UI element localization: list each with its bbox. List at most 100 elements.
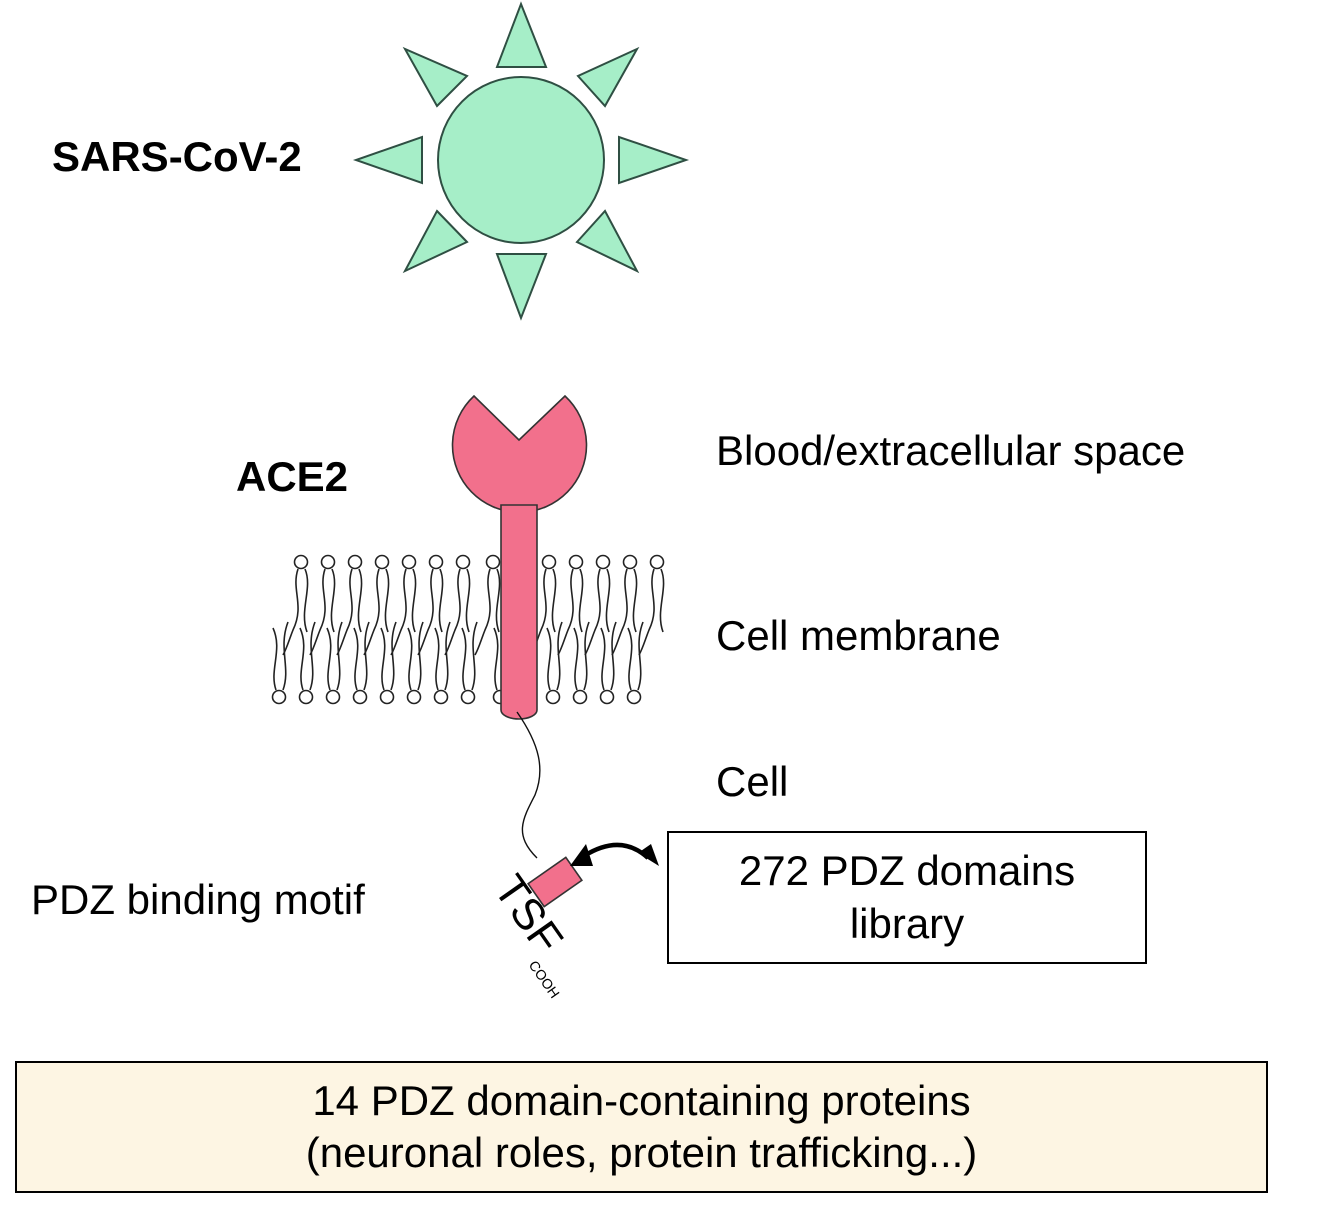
lipid-tail <box>330 568 336 633</box>
lipid-tail <box>363 568 380 656</box>
lipid-tail <box>380 627 386 691</box>
virus-spike <box>402 209 469 274</box>
virus-spike <box>576 46 640 108</box>
pdz-library-line2: library <box>849 899 965 947</box>
interaction-arrow-icon <box>570 842 659 866</box>
lipid-tail <box>611 568 628 656</box>
lipid-tail <box>471 621 478 691</box>
ace2-label: ACE2 <box>236 453 349 500</box>
lipid-tail <box>390 568 407 656</box>
pdz-binding-motif-block <box>527 856 583 908</box>
virus-spike <box>618 135 690 185</box>
lipid-tail <box>357 568 363 633</box>
lipid-tail <box>546 627 552 691</box>
lipid-head <box>401 554 417 570</box>
lipid-head <box>568 554 584 570</box>
lipid-tail <box>584 568 601 656</box>
ace2-transmembrane-stalk <box>500 504 538 720</box>
lipid-tail <box>444 568 461 656</box>
lipid-tail <box>551 568 557 633</box>
lipid-tail <box>353 627 359 691</box>
virus-label: SARS-CoV-2 <box>52 133 302 180</box>
lipid-tail <box>632 568 638 633</box>
lipid-tail <box>493 627 499 691</box>
lipid-head <box>599 689 615 705</box>
lipid-tail <box>461 627 467 691</box>
virus-spike <box>402 46 469 108</box>
lipid-tail <box>474 568 491 656</box>
lipid-tail <box>363 621 370 691</box>
lipid-tail <box>326 627 332 691</box>
lipid-tail <box>411 568 417 633</box>
lipid-head <box>626 689 642 705</box>
lipid-head <box>541 554 557 570</box>
virus-spike <box>352 135 423 185</box>
ace2-binding-head <box>451 394 588 513</box>
lipid-tail <box>336 621 343 691</box>
lipid-head <box>433 689 449 705</box>
cell-label: Cell <box>716 758 789 805</box>
ace2-cytoplasmic-tail <box>516 711 541 859</box>
virus-spike <box>575 209 640 274</box>
lipid-tail <box>638 568 655 656</box>
lipid-tail <box>282 568 299 656</box>
lipid-bilayer <box>271 554 665 705</box>
lipid-tail <box>407 627 413 691</box>
lipid-head <box>572 689 588 705</box>
lipid-tail <box>390 621 397 691</box>
ace2-receptor-icon <box>451 394 588 908</box>
lipid-tail <box>434 627 440 691</box>
lipid-tail <box>495 568 501 633</box>
lipid-tail <box>309 568 326 656</box>
lipid-head <box>622 554 638 570</box>
result-line2: (neuronal roles, protein trafficking...) <box>305 1129 978 1176</box>
lipid-head <box>347 554 363 570</box>
extracellular-space-label: Blood/extracellular space <box>716 427 1186 474</box>
lipid-head <box>320 554 336 570</box>
lipid-head <box>406 689 422 705</box>
lipid-tail <box>444 621 451 691</box>
pdz-library-line1: 272 PDZ domains <box>738 847 1076 894</box>
lipid-tail <box>578 568 584 633</box>
lipid-head <box>325 689 341 705</box>
lipid-tail <box>605 568 611 633</box>
lipid-head <box>379 689 395 705</box>
lipid-tail <box>272 627 278 691</box>
lipid-tail <box>417 621 424 691</box>
lipid-tail <box>627 627 633 691</box>
lipid-tail <box>583 621 590 691</box>
lipid-head <box>271 689 287 705</box>
lipid-head <box>293 554 309 570</box>
lipid-tail <box>282 621 289 691</box>
lipid-head <box>485 554 501 570</box>
result-box: 14 PDZ domain-containing proteins (neuro… <box>15 1061 1268 1193</box>
lipid-tail <box>417 568 434 656</box>
lipid-tail <box>659 568 665 633</box>
cell-membrane-label: Cell membrane <box>716 612 1001 659</box>
lipid-head <box>455 554 471 570</box>
lipid-tail <box>309 621 316 691</box>
lipid-head <box>374 554 390 570</box>
pdz-binding-motif-label: PDZ binding motif <box>31 876 365 923</box>
lipid-head <box>595 554 611 570</box>
lipid-tail <box>384 568 390 633</box>
lipid-head <box>298 689 314 705</box>
pdz-library-box: 272 PDZ domains library <box>667 831 1147 964</box>
virus-spike <box>495 253 548 321</box>
virus-spike <box>495 1 548 68</box>
lipid-tail <box>336 568 353 656</box>
lipid-tail <box>637 621 644 691</box>
lipid-tail <box>556 621 563 691</box>
lipid-head <box>649 554 665 570</box>
lipid-tail <box>600 627 606 691</box>
lipid-tail <box>573 627 579 691</box>
lipid-tail <box>557 568 574 656</box>
lipid-tail <box>299 627 305 691</box>
lipid-tail <box>438 568 444 633</box>
lipid-head <box>545 689 561 705</box>
lipid-tail <box>303 568 309 633</box>
lipid-tail <box>465 568 471 633</box>
result-line1: 14 PDZ domain-containing proteins <box>312 1076 971 1124</box>
virus-body <box>437 76 605 244</box>
